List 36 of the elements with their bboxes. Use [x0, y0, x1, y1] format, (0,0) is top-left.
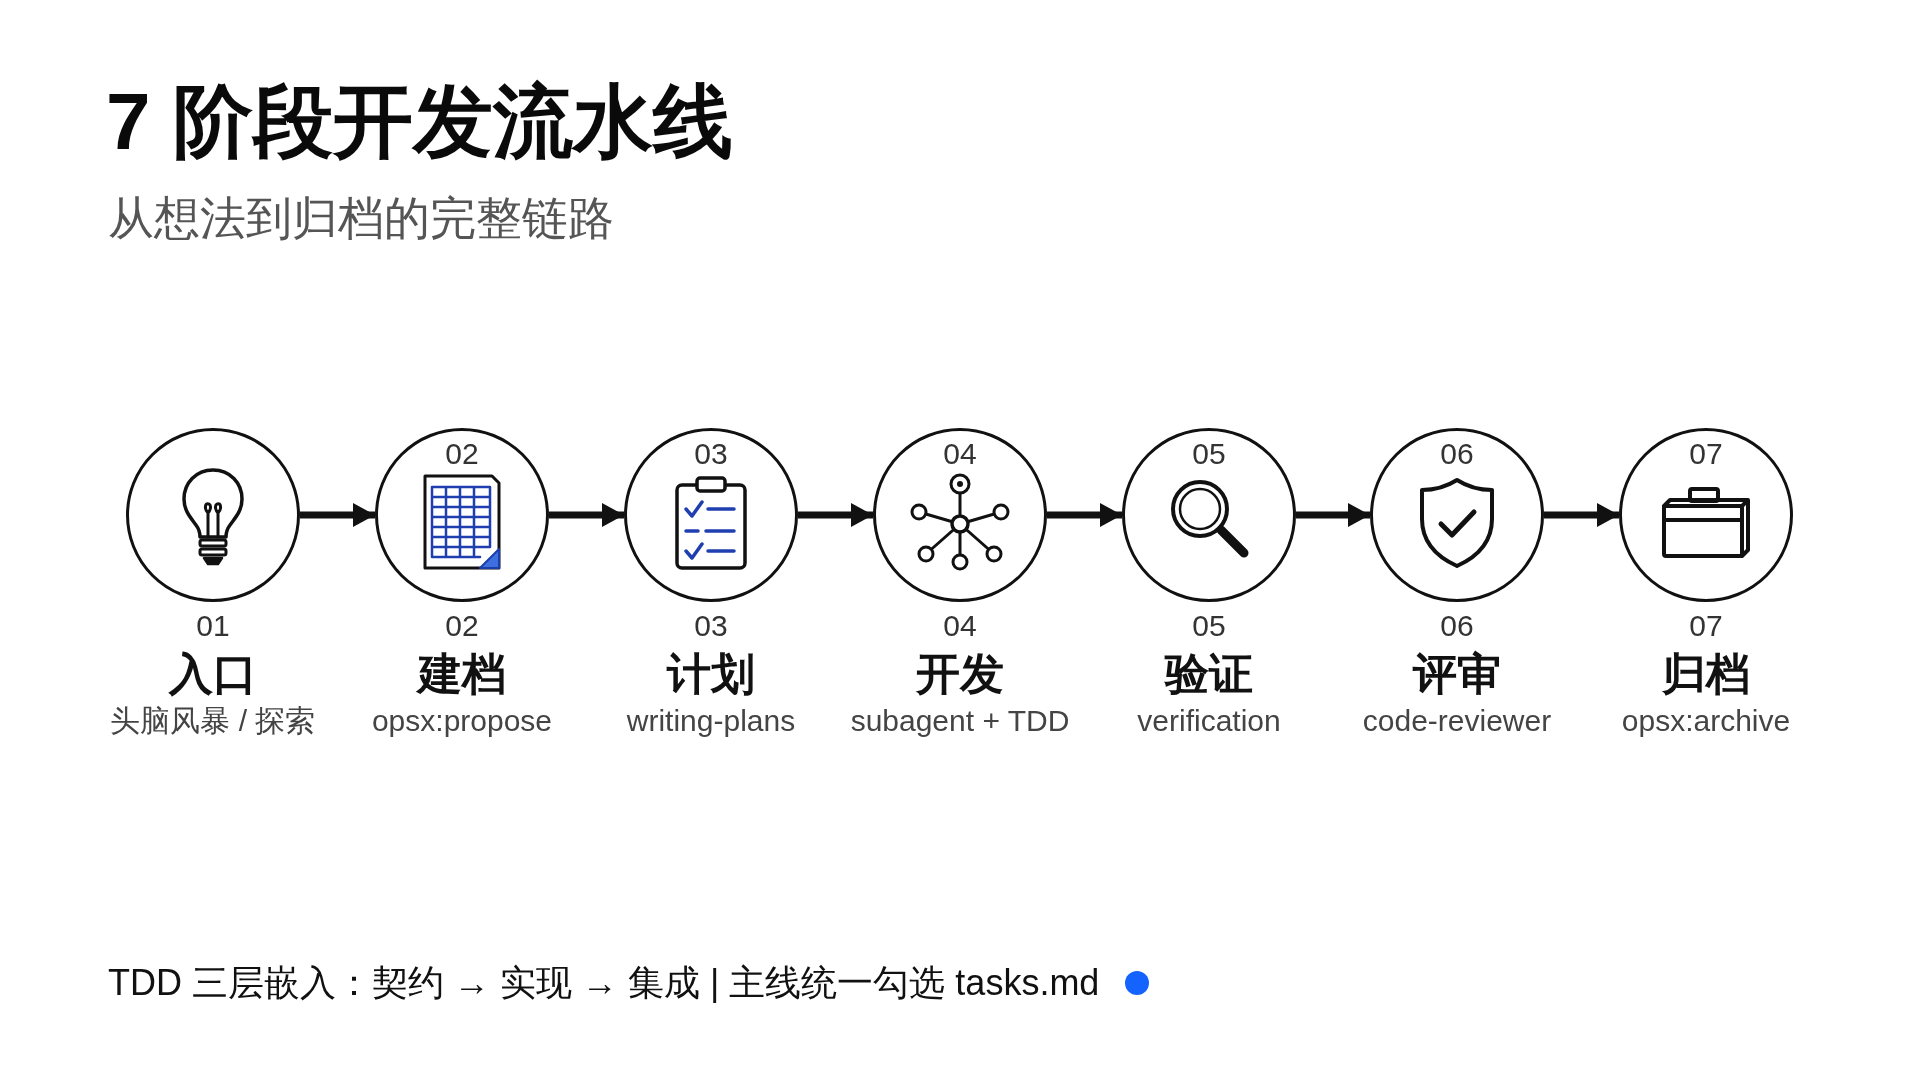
stage-number: 04: [943, 609, 977, 643]
stage-number: 06: [1440, 609, 1474, 643]
stage-title: 验证: [1165, 648, 1253, 700]
arrow: [300, 503, 375, 527]
stage-number: 01: [196, 609, 230, 643]
stage-number: 04: [943, 437, 977, 471]
stage-number: 03: [694, 609, 728, 643]
stage-number: 05: [1192, 609, 1226, 643]
stage-title: 评审: [1413, 648, 1501, 700]
stage-title: 入口: [169, 648, 257, 700]
subtitle: 从想法到归档的完整链路: [108, 191, 614, 246]
stage-number: 02: [445, 437, 479, 471]
stage-number: 05: [1192, 437, 1226, 471]
arrow: [1544, 503, 1619, 527]
stage-number: 06: [1440, 437, 1474, 471]
stage-number: 07: [1689, 609, 1723, 643]
stage-subtitle: subagent + TDD: [850, 703, 1070, 739]
stage-title: 开发: [916, 648, 1004, 700]
stage-subtitle: opsx:archive: [1621, 703, 1791, 739]
stage-title: 计划: [667, 648, 755, 700]
stage-number: 02: [445, 609, 479, 643]
stage-subtitle: opsx:propose: [371, 703, 553, 739]
stage-number: 07: [1689, 437, 1723, 471]
arrow: [1047, 503, 1122, 527]
stage-subtitle: code-reviewer: [1362, 703, 1552, 739]
stage-subtitle: verification: [1137, 703, 1281, 739]
stage-number: 03: [694, 437, 728, 471]
stage-subtitle: 头脑风暴 / 探索: [110, 703, 316, 739]
note-text: TDD 三层嵌入：契约 → 实现 → 集成 | 主线统一勾选 tasks.md: [108, 961, 1100, 1005]
arrow: [1296, 503, 1370, 527]
title: 7 阶段开发流水线: [106, 76, 733, 168]
stage-subtitle: writing-plans: [626, 703, 796, 739]
stage-title: 归档: [1662, 648, 1750, 700]
arrow: [549, 503, 624, 527]
stage-title: 建档: [418, 648, 506, 700]
arrow: [798, 503, 873, 527]
